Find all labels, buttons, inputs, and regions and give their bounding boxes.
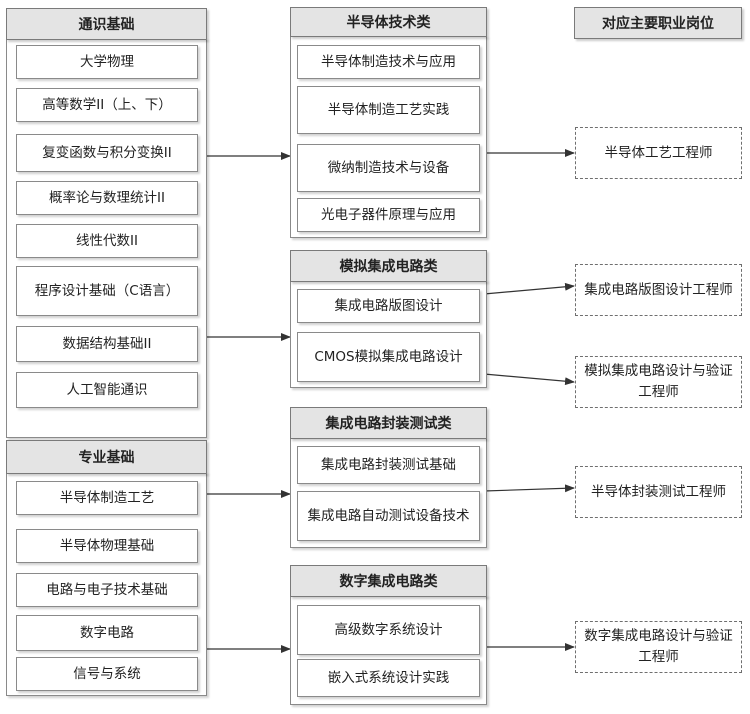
course-box: 微纳制造技术与设备: [297, 144, 480, 192]
course-box: 半导体制造工艺: [16, 481, 198, 515]
jobs-header: 对应主要职业岗位: [574, 7, 742, 39]
course-box: 集成电路版图设计: [297, 289, 480, 323]
job-box: 半导体工艺工程师: [575, 127, 742, 179]
arrow-analog-to-layout-job: [483, 282, 575, 295]
course-box: 半导体制造工艺实践: [297, 86, 480, 134]
course-box: 概率论与数理统计II: [16, 181, 198, 215]
course-box: 信号与系统: [16, 657, 198, 691]
course-box: 程序设计基础（C语言）: [16, 266, 198, 316]
arrow-packaging-to-job: [483, 484, 575, 493]
course-box: 数字电路: [16, 615, 198, 651]
course-box: 电路与电子技术基础: [16, 573, 198, 607]
analog-ic-header: 模拟集成电路类: [290, 250, 487, 282]
course-box: CMOS模拟集成电路设计: [297, 332, 480, 382]
course-box: 人工智能通识: [16, 372, 198, 408]
course-box: 集成电路封装测试基础: [297, 446, 480, 484]
digital-ic-header: 数字集成电路类: [290, 565, 487, 597]
course-box: 半导体物理基础: [16, 529, 198, 563]
major-basics-header: 专业基础: [6, 440, 207, 474]
course-box: 复变函数与积分变换II: [16, 134, 198, 172]
general-basics-header: 通识基础: [6, 8, 207, 40]
course-box: 光电子器件原理与应用: [297, 198, 480, 232]
job-box: 集成电路版图设计工程师: [575, 264, 742, 316]
course-box: 高级数字系统设计: [297, 605, 480, 655]
course-box: 嵌入式系统设计实践: [297, 659, 480, 697]
job-box: 数字集成电路设计与验证工程师: [575, 621, 742, 673]
semiconductor-tech-header: 半导体技术类: [290, 7, 487, 37]
job-box: 半导体封装测试工程师: [575, 466, 742, 518]
ic-packaging-test-header: 集成电路封装测试类: [290, 407, 487, 439]
course-box: 线性代数II: [16, 224, 198, 258]
course-box: 高等数学II（上、下）: [16, 88, 198, 122]
job-box: 模拟集成电路设计与验证工程师: [575, 356, 742, 408]
course-box: 集成电路自动测试设备技术: [297, 491, 480, 541]
arrow-analog-to-verify-job: [483, 373, 575, 386]
course-box: 半导体制造技术与应用: [297, 45, 480, 79]
course-box: 数据结构基础II: [16, 326, 198, 362]
course-box: 大学物理: [16, 45, 198, 79]
